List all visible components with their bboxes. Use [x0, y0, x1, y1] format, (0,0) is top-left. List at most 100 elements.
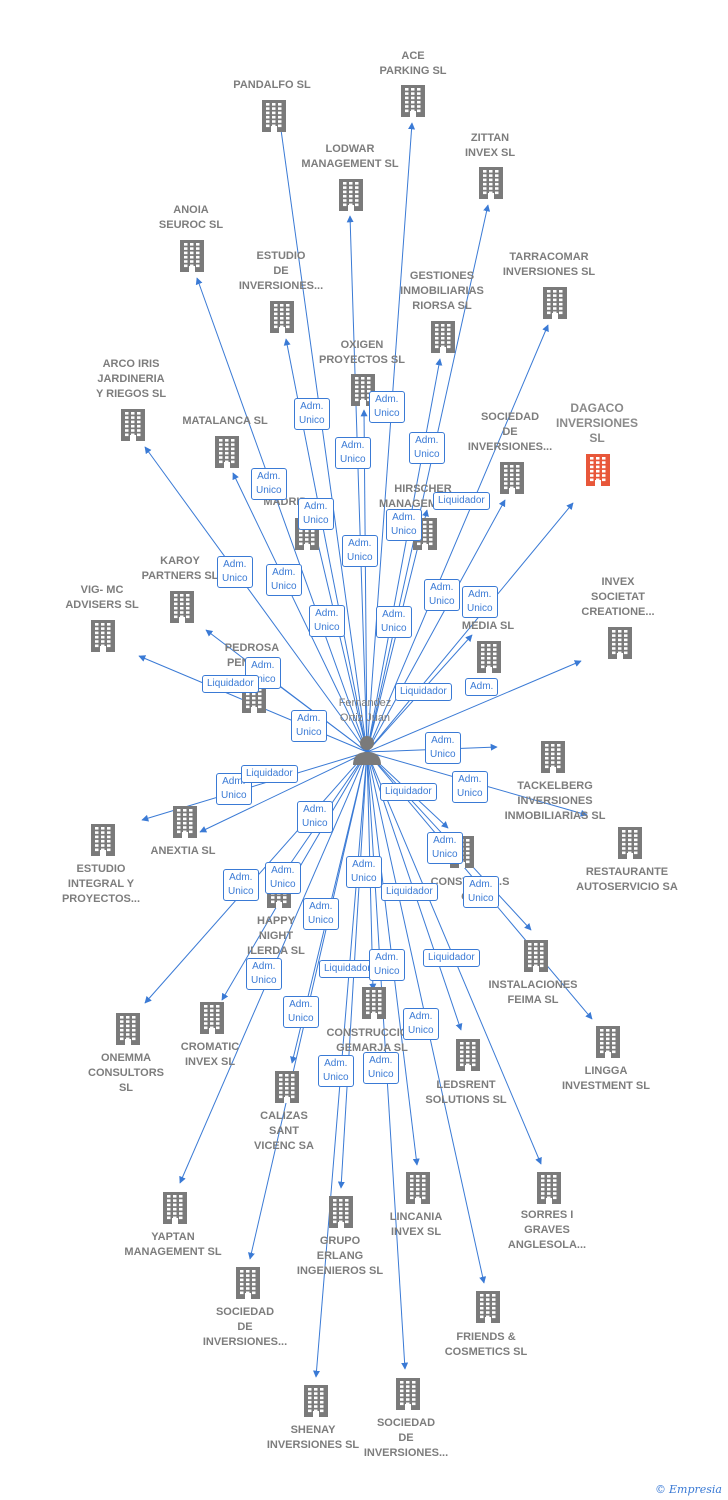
company-label-pandalfo[interactable]: PANDALFO SL [233, 79, 311, 91]
company-label-vig[interactable]: VIG- MC ADVISERS SL [65, 584, 139, 611]
company-label-tackelberg[interactable]: TACKELBERG INVERSIONES INMOBILIARIAS SL [504, 780, 606, 822]
building-icon-yaptan[interactable] [163, 1192, 187, 1224]
company-label-sociedad_mid[interactable]: SOCIEDAD DE INVERSIONES... [202, 1306, 288, 1348]
role-badge[interactable]: Adm. Unico [462, 586, 498, 618]
company-label-estudio_inv[interactable]: ESTUDIO DE INVERSIONES... [238, 250, 324, 292]
role-badge[interactable]: Adm. Unico [376, 606, 412, 638]
role-badge[interactable]: Adm. Unico [309, 605, 345, 637]
company-label-happy[interactable]: HAPPY NIGHT ILERDA SL [247, 915, 305, 957]
company-label-cromatic[interactable]: CROMATIC INVEX SL [180, 1041, 240, 1068]
building-icon-tarracomar[interactable] [543, 287, 567, 319]
role-badge[interactable]: Adm. Unico [217, 556, 253, 588]
role-badge[interactable]: Adm. Unico [369, 391, 405, 423]
building-icon-lincania[interactable] [406, 1172, 430, 1204]
company-label-matalanca[interactable]: MATALANCA SL [182, 415, 268, 427]
building-icon-invex[interactable] [608, 627, 632, 659]
role-badge[interactable]: Liquidador [381, 883, 438, 901]
building-icon-anextia[interactable] [173, 806, 197, 838]
role-badge[interactable]: Adm. [465, 678, 499, 696]
building-icon-shenay[interactable] [304, 1385, 328, 1417]
company-label-calizas[interactable]: CALIZAS SANT VICENC SA [254, 1110, 314, 1152]
building-icon-lingga[interactable] [596, 1026, 620, 1058]
building-icon-grupo[interactable] [329, 1196, 353, 1228]
company-label-sociedad_bot[interactable]: SOCIEDAD DE INVERSIONES... [363, 1417, 449, 1459]
role-badge[interactable]: Adm. Unico [342, 535, 378, 567]
building-icon-arco[interactable] [121, 409, 145, 441]
role-badge[interactable]: Adm. Unico [427, 832, 463, 864]
role-badge[interactable]: Adm. Unico [223, 869, 259, 901]
building-icon-gestiones[interactable] [431, 321, 455, 353]
company-label-ledsrent[interactable]: LEDSRENT SOLUTIONS SL [425, 1079, 507, 1106]
company-label-anextia[interactable]: ANEXTIA SL [150, 845, 216, 857]
person-name-label[interactable]: Fernandez Ortiz Juan [338, 697, 392, 724]
role-badge[interactable]: Liquidador [433, 492, 490, 510]
role-badge[interactable]: Liquidador [241, 765, 298, 783]
company-label-gemarja[interactable]: CONSTRUCCIO... GEMARJA SL [326, 1027, 418, 1054]
company-label-tarracomar[interactable]: TARRACOMAR INVERSIONES SL [502, 251, 596, 278]
role-badge[interactable]: Adm. Unico [294, 398, 330, 430]
company-label-madrid[interactable]: MADRID... [263, 496, 317, 508]
role-badge[interactable]: Adm. Unico [463, 876, 499, 908]
building-icon-pandalfo[interactable] [262, 100, 286, 132]
building-icon-vig[interactable] [91, 620, 115, 652]
building-icon-lodwar[interactable] [339, 179, 363, 211]
role-badge[interactable]: Adm. Unico [369, 949, 405, 981]
company-label-ace[interactable]: ACE PARKING SL [379, 50, 447, 77]
role-badge[interactable]: Liquidador [380, 783, 437, 801]
company-label-restaurante[interactable]: RESTAURANTE AUTOSERVICIO SA [576, 866, 678, 893]
role-badge[interactable]: Adm. Unico [403, 1008, 439, 1040]
role-badge[interactable]: Liquidador [423, 949, 480, 967]
company-label-instalaciones[interactable]: INSTALACIONES FEIMA SL [488, 979, 578, 1006]
role-badge[interactable]: Adm. Unico [283, 996, 319, 1028]
company-label-friends[interactable]: FRIENDS & COSMETICS SL [444, 1331, 528, 1358]
building-icon-instalaciones[interactable] [524, 940, 548, 972]
role-badge[interactable]: Adm. Unico [346, 856, 382, 888]
role-badge[interactable]: Adm. Unico [297, 801, 333, 833]
company-label-zittan[interactable]: ZITTAN INVEX SL [464, 132, 516, 159]
building-icon-sorres[interactable] [537, 1172, 561, 1204]
role-badge[interactable]: Adm. Unico [298, 498, 334, 530]
building-icon-onemma[interactable] [116, 1013, 140, 1045]
building-icon-gemarja[interactable] [362, 987, 386, 1019]
company-label-onemma[interactable]: ONEMMA CONSULTORS SL [88, 1052, 164, 1094]
company-label-invex[interactable]: INVEX SOCIETAT CREATIONE... [581, 576, 655, 618]
role-badge[interactable]: Adm. Unico [246, 958, 282, 990]
role-badge[interactable]: Adm. Unico [409, 432, 445, 464]
building-icon-sociedad_mid[interactable] [236, 1267, 260, 1299]
company-label-gestiones[interactable]: GESTIONES INMOBILIARIAS RIORSA SL [400, 270, 484, 312]
building-icon-ace[interactable] [401, 85, 425, 117]
company-label-sociedad_top[interactable]: SOCIEDAD DE INVERSIONES... [467, 411, 553, 453]
company-label-grupo[interactable]: GRUPO ERLANG INGENIEROS SL [296, 1235, 384, 1277]
building-icon-media[interactable] [477, 641, 501, 673]
building-icon-cromatic[interactable] [200, 1002, 224, 1034]
role-badge[interactable]: Adm. Unico [266, 564, 302, 596]
building-icon-sociedad_bot[interactable] [396, 1378, 420, 1410]
role-badge[interactable]: Adm. Unico [318, 1055, 354, 1087]
building-icon-friends[interactable] [476, 1291, 500, 1323]
company-label-dagaco[interactable]: DAGACO INVERSIONES SL [555, 401, 639, 445]
company-label-lingga[interactable]: LINGGA INVESTMENT SL [561, 1065, 650, 1092]
building-icon-estudio_inv[interactable] [270, 301, 294, 333]
person-icon[interactable] [353, 736, 381, 765]
role-badge[interactable]: Liquidador [202, 675, 259, 693]
role-badge[interactable]: Adm. Unico [424, 579, 460, 611]
role-badge[interactable]: Liquidador [395, 683, 452, 701]
company-label-lodwar[interactable]: LODWAR MANAGEMENT SL [301, 143, 399, 170]
company-label-shenay[interactable]: SHENAY INVERSIONES SL [266, 1424, 360, 1451]
building-icon-zittan[interactable] [479, 167, 503, 199]
role-badge[interactable]: Adm. Unico [265, 862, 301, 894]
company-label-estudio_int[interactable]: ESTUDIO INTEGRAL Y PROYECTOS... [61, 863, 141, 905]
role-badge[interactable]: Adm. Unico [251, 468, 287, 500]
company-label-karoy[interactable]: KAROY PARTNERS SL [141, 555, 219, 582]
building-icon-dagaco[interactable] [586, 454, 610, 486]
building-icon-estudio_int[interactable] [91, 824, 115, 856]
role-badge[interactable]: Adm. Unico [452, 771, 488, 803]
role-badge[interactable]: Adm. Unico [363, 1052, 399, 1084]
building-icon-karoy[interactable] [170, 591, 194, 623]
building-icon-sociedad_top[interactable] [500, 462, 524, 494]
building-icon-tackelberg[interactable] [541, 741, 565, 773]
role-badge[interactable]: Liquidador [319, 960, 376, 978]
company-label-sorres[interactable]: SORRES I GRAVES ANGLESOLA... [507, 1209, 587, 1251]
building-icon-ledsrent[interactable] [456, 1039, 480, 1071]
company-label-arco[interactable]: ARCO IRIS JARDINERIA Y RIEGOS SL [95, 358, 167, 400]
